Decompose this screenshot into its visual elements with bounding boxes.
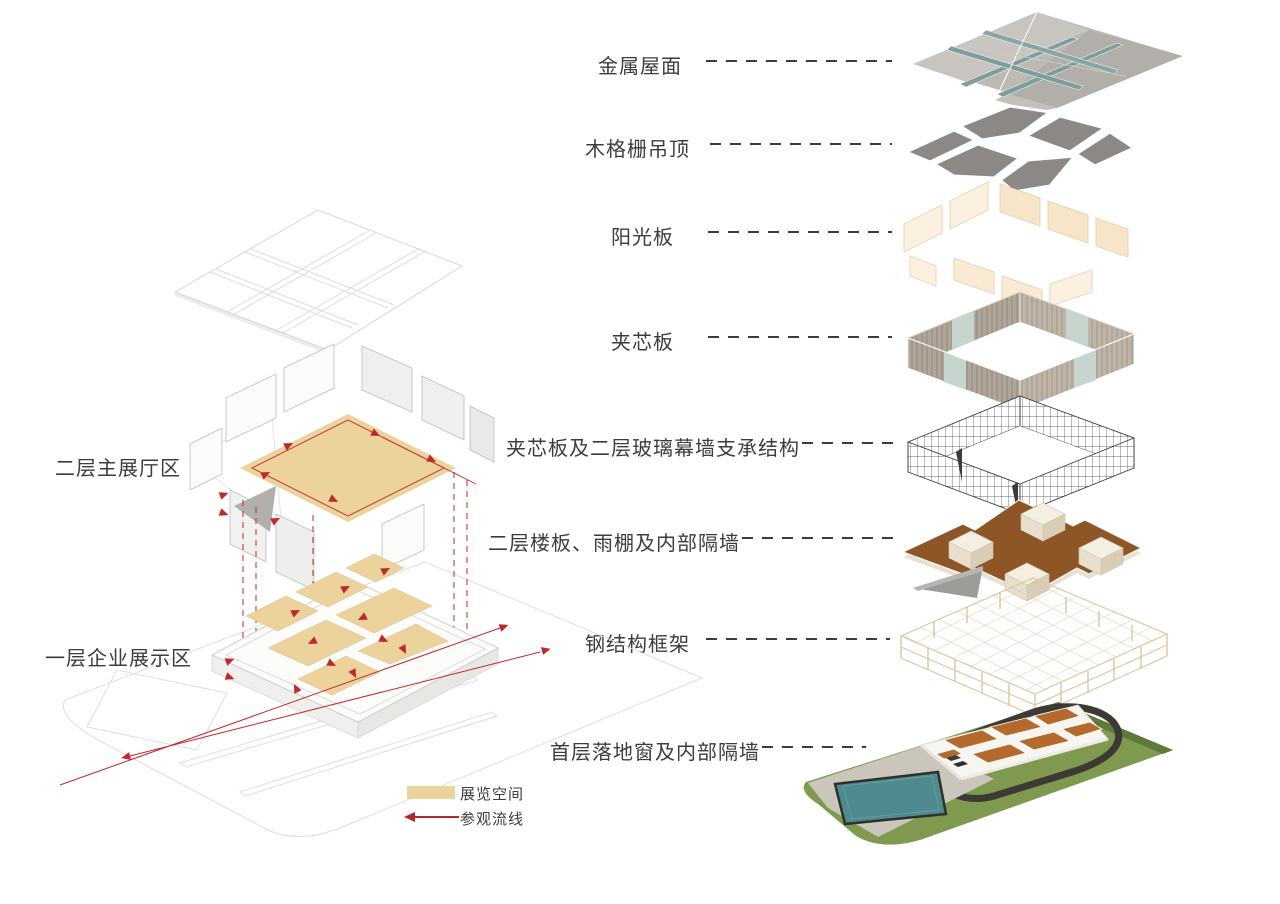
- leader-line-steel-frame: [706, 638, 890, 640]
- label-wood-grille-ceiling: 木格栅吊顶: [585, 139, 690, 161]
- label-polycarbonate-panel: 阳光板: [611, 227, 674, 249]
- leader-line-curtain-wall-support: [802, 442, 896, 444]
- leader-line-metal-roof: [706, 60, 892, 62]
- leader-line-floor2-slab: [742, 537, 896, 539]
- metal-roof-illustration: [885, 6, 1200, 112]
- left-exploded-view: [30, 200, 710, 845]
- label-floor1-enterprise-zone: 一层企业展示区: [45, 648, 192, 670]
- ground-floor-site-illustration: [786, 688, 1188, 880]
- steel-frame-illustration: [883, 574, 1177, 716]
- leader-line-polycarbonate: [708, 231, 892, 233]
- sandwich-panel-illustration: [896, 282, 1146, 412]
- legend-circulation-arrow-icon: [404, 812, 415, 822]
- leader-line-sandwich-panel: [708, 336, 892, 338]
- label-sandwich-panel: 夹芯板: [611, 332, 674, 354]
- legend-exhibition-swatch: [407, 786, 455, 799]
- curtain-wall-support-illustration: [896, 386, 1146, 516]
- leader-line-ground-floor: [762, 746, 866, 748]
- label-curtain-wall-support: 夹芯板及二层玻璃幕墙支承结构: [506, 438, 800, 460]
- legend-exhibition-label: 展览空间: [460, 786, 525, 803]
- legend-circulation-label: 参观流线: [460, 811, 525, 828]
- label-floor2-exhibition-zone: 二层主展厅区: [55, 458, 181, 480]
- label-ground-floor: 首层落地窗及内部隔墙: [550, 742, 760, 764]
- floor2-slab-illustration: [893, 490, 1153, 606]
- polycarbonate-panels-illustration: [896, 180, 1140, 310]
- leader-line-wood-grille: [710, 143, 892, 145]
- label-floor2-slab: 二层楼板、雨棚及内部隔墙: [488, 533, 740, 555]
- legend-circulation-line: [414, 816, 459, 818]
- wood-grille-illustration: [898, 100, 1140, 194]
- label-metal-roof: 金属屋面: [598, 56, 682, 78]
